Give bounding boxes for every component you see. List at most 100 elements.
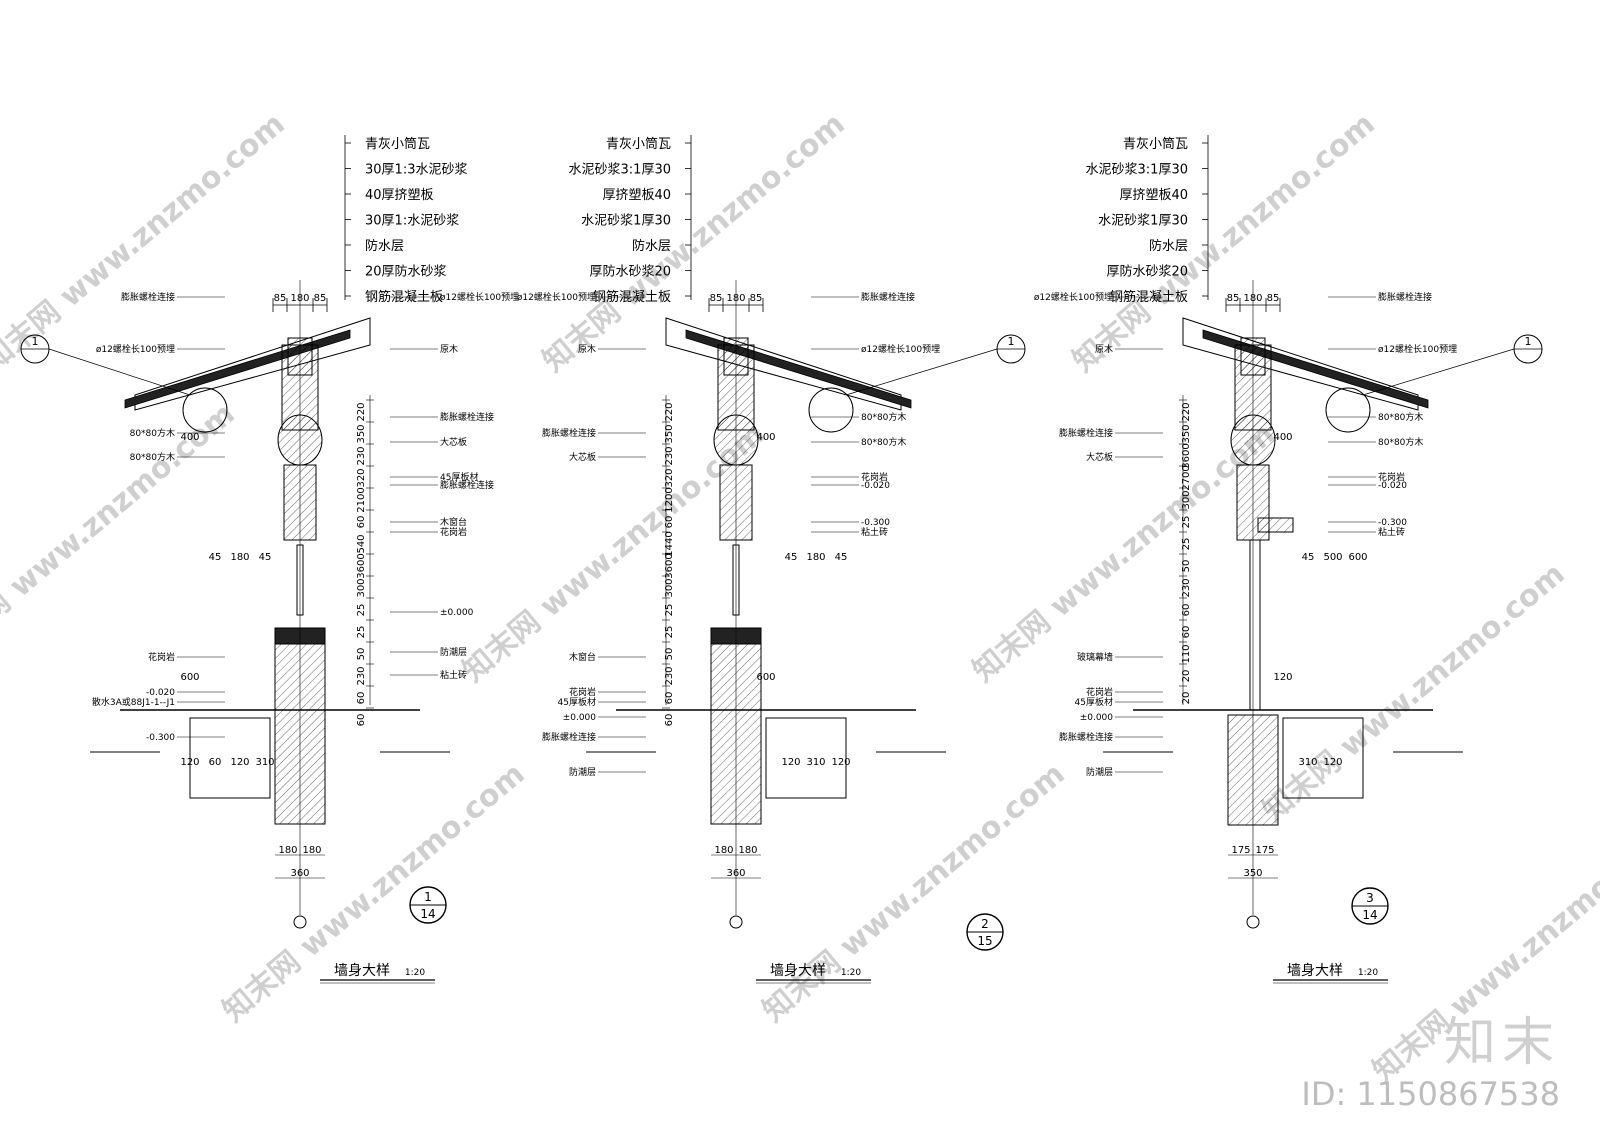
callouts-left: ø12螺栓长100预埋原木膨胀螺栓连接大芯板45厚板材膨胀螺栓连接玻璃幕墙花岗岩… [1034,291,1163,778]
callout-label: ø12螺栓长100预埋 [96,343,175,355]
dim-text: 300 [664,578,675,597]
dim-text: 230 [356,446,367,465]
dim-text: 310 [806,757,825,768]
callout-label: ø12螺栓长100预埋 [1034,291,1113,303]
dim-text: 310 [255,757,274,768]
watermark-text: 知末网 www.znzmo.com [756,756,1071,1029]
callout-label: ø12螺栓长100预埋 [1378,343,1457,355]
ground [1103,709,1463,799]
callout-label: ø12螺栓长100预埋 [440,291,519,303]
callout-label: -0.020 [1378,481,1407,491]
dim-text: 180 [806,552,825,563]
section-ref-number: 1 [1008,335,1015,348]
dim-text: 310 [1298,757,1317,768]
dim-text: 320 [664,468,675,487]
dim-text: 175 [1255,845,1274,856]
dim-text: 400 [180,432,199,443]
dim-text: 230 [1181,578,1192,597]
dim-text: 120 [1273,672,1292,683]
dim-text: 220 [1181,402,1192,421]
axis-bubble [1246,915,1260,929]
dim-text: 25 [1181,538,1192,551]
callout-label: 花岗岩 [1378,471,1405,483]
dim-text: 350 [356,424,367,443]
callout-label: 膨胀螺栓连接 [121,291,175,303]
callout-label: 粘土砖 [861,526,888,538]
dim-text: 60 [1181,604,1192,617]
dim-text: 45 [835,552,848,563]
dim-text: 60 [356,714,367,727]
watermark-text: 知末网 www.znzmo.com [0,396,242,669]
section-symbol-bottom: 14 [420,907,435,921]
callout-label: 花岗岩 [861,471,888,483]
callout-label: 膨胀螺栓连接 [1378,291,1432,303]
dim-text: 60 [356,692,367,705]
dim-text: 400 [1273,432,1292,443]
curtain-wall [1249,539,1261,711]
callout-label: 花岗岩 [440,526,467,538]
section-symbol-top: 3 [1366,891,1374,905]
callouts-left: 膨胀螺栓连接ø12螺栓长100预埋80*80方木80*80方木散水3A或88J1… [92,291,225,743]
callout-label: 45厚板材 [558,696,596,708]
layer-label: 30厚1:水泥砂浆 [365,214,459,229]
callout-label: 花岗岩 [569,686,596,698]
callout-label: -0.300 [1378,518,1407,528]
callout-label: 45厚板材 [440,471,478,483]
callout-label: 80*80方木 [861,436,906,448]
callout-label: 膨胀螺栓连接 [1059,731,1113,743]
dim-text: 3600 [664,553,675,578]
layer-label: 厚防水砂浆20 [589,264,671,280]
detail-scale: 1:20 [841,968,861,978]
dim-text: 25 [1181,516,1192,529]
detail-scale: 1:20 [1358,968,1378,978]
dim-text: 45 [209,552,222,563]
dim-text: 2700 [1181,465,1192,490]
callout-label: 80*80方木 [1378,411,1423,423]
section-symbol-top: 2 [981,917,989,931]
layer-label: 40厚挤塑板 [365,188,434,203]
callout-label: 80*80方木 [861,411,906,423]
section-symbol-bottom: 14 [1362,908,1377,922]
section-ref-number: 1 [32,335,39,348]
callout-label: -0.300 [146,733,175,743]
drawing-line [1362,348,1515,396]
vertical-dimensions: 2203502303202100605403600300252550230606… [356,395,374,726]
callouts-right: 膨胀螺栓连接ø12螺栓长100预埋80*80方木80*80方木花岗岩-0.020… [811,291,940,538]
callout-label: ø12螺栓长100预埋 [517,291,596,303]
dim-text: 1200 [664,487,675,512]
wall-detail-1: 青灰小筒瓦30厚1:3水泥砂浆40厚挤塑板30厚1:水泥砂浆防水层20厚防水砂浆… [20,135,519,984]
dim-text: 180 [230,552,249,563]
dim-text: 60 [664,516,675,529]
dim-text: 300 [1181,490,1192,509]
callout-label: ±0.000 [440,608,474,618]
dim-text: 180 [714,845,733,856]
dim-text: 20 [1181,670,1192,683]
layer-label: 青灰小筒瓦 [1123,136,1188,152]
watermark-text: 知末网 www.znzmo.com [966,416,1281,689]
dim-text: 230 [356,666,367,685]
dim-text: 220 [356,402,367,421]
trench [1282,717,1364,799]
dim-text: 540 [356,534,367,553]
section-symbol-top: 1 [424,890,432,904]
layer-label: 水泥砂浆3:1厚30 [1086,163,1188,178]
callout-label: 粘土砖 [1378,526,1405,538]
section-symbol-bottom: 15 [977,934,992,948]
dim-text: 85 [274,293,287,304]
dim-text: 320 [356,468,367,487]
dim-text: 25 [356,626,367,639]
dim-text: 120 [831,757,850,768]
dim-text: 60 [664,714,675,727]
dim-text: 2100 [356,487,367,512]
section-symbol: 114 [409,886,447,924]
dim-text: 85 [710,293,723,304]
callout-label: -0.020 [861,481,890,491]
detail-scale: 1:20 [405,968,425,978]
callout-label: 45厚板材 [1075,696,1113,708]
wall-detail-2: 青灰小筒瓦水泥砂浆3:1厚30厚挤塑板40水泥砂浆1厚30防水层厚防水砂浆20钢… [517,135,1026,984]
